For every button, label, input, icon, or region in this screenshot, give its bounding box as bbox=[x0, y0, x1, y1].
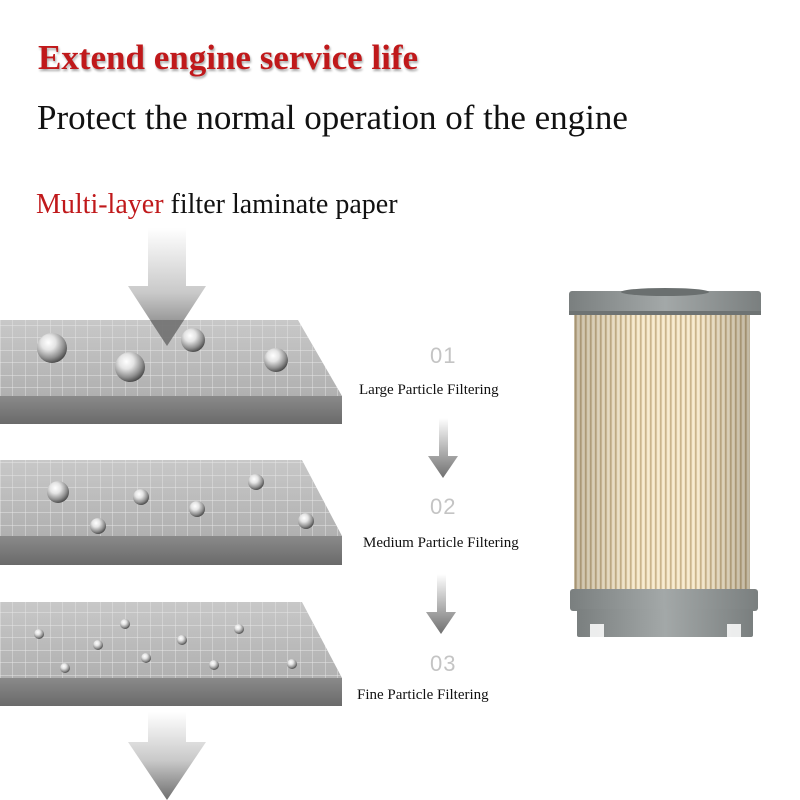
step-1-number: 01 bbox=[430, 343, 457, 368]
droplet-icon bbox=[37, 333, 67, 363]
step-3-label: Fine Particle Filtering bbox=[357, 687, 489, 703]
droplet-icon bbox=[90, 518, 106, 534]
step-1-label: Large Particle Filtering bbox=[359, 382, 499, 398]
step-2-label: Medium Particle Filtering bbox=[363, 535, 519, 551]
droplet-icon bbox=[60, 663, 70, 673]
filter-layer-2 bbox=[0, 460, 342, 565]
droplet-icon bbox=[93, 640, 103, 650]
top-down-arrow-icon bbox=[128, 228, 206, 346]
droplet-icon bbox=[177, 635, 187, 645]
step-3-number: 03 bbox=[430, 651, 457, 676]
droplet-icon bbox=[120, 619, 130, 629]
step-arrow-1-icon bbox=[428, 418, 458, 478]
droplet-icon bbox=[264, 348, 288, 372]
step-arrow-2-icon bbox=[426, 574, 456, 634]
step-2-number: 02 bbox=[430, 494, 457, 519]
fuel-filter-cartridge bbox=[569, 288, 761, 637]
droplet-icon bbox=[47, 481, 69, 503]
droplet-icon bbox=[248, 474, 264, 490]
droplet-icon bbox=[133, 489, 149, 505]
droplet-icon bbox=[298, 513, 314, 529]
headline: Extend engine service life bbox=[38, 38, 419, 77]
bottom-down-arrow-icon bbox=[128, 712, 206, 800]
droplet-icon bbox=[141, 653, 151, 663]
layer-title-rest: filter laminate paper bbox=[163, 189, 398, 220]
layer-title-accent: Multi-layer bbox=[36, 189, 164, 220]
droplet-icon bbox=[181, 328, 205, 352]
layer-title: Multi-layer filter laminate paper bbox=[36, 189, 398, 221]
droplet-icon bbox=[209, 660, 219, 670]
droplet-icon bbox=[189, 501, 205, 517]
droplet-icon bbox=[234, 624, 244, 634]
large-droplets bbox=[37, 328, 288, 382]
medium-droplets bbox=[47, 474, 314, 534]
filter-layer-1 bbox=[0, 320, 342, 424]
droplet-icon bbox=[287, 659, 297, 669]
filter-layer-3 bbox=[0, 602, 342, 706]
fine-droplets bbox=[34, 619, 297, 673]
droplet-icon bbox=[115, 352, 145, 382]
subheadline: Protect the normal operation of the engi… bbox=[37, 98, 628, 137]
droplet-icon bbox=[34, 629, 44, 639]
